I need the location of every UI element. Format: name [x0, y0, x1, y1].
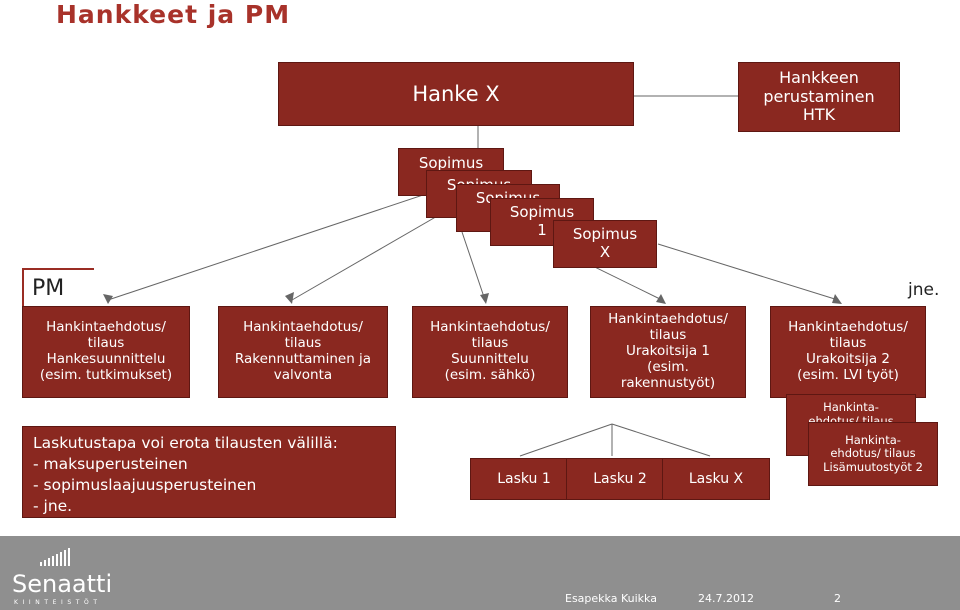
connector-lasku-1	[519, 423, 613, 457]
connector-tilaus-5	[657, 243, 839, 301]
footer-page-number: 2	[834, 592, 841, 605]
lasku-box-2: Lasku 2	[566, 458, 674, 500]
connector-lines	[103, 95, 842, 457]
tilaus-box-hankesuunnittelu: Hankintaehdotus/ tilaus Hankesuunnittelu…	[22, 306, 190, 398]
lasku-box-1: Lasku 1	[470, 458, 578, 500]
sopimus-box-x: Sopimus X	[553, 220, 657, 268]
hanke-box: Hanke X	[278, 62, 634, 126]
senaatti-logo-subtitle: KIINTEISTÖT	[14, 599, 102, 606]
senaatti-logo-icon	[40, 548, 70, 566]
pm-label: PM	[22, 268, 94, 308]
jne-label: jne.	[908, 280, 940, 300]
tilaus-box-suunnittelu: Hankintaehdotus/ tilaus Suunnittelu (esi…	[412, 306, 568, 398]
laskutustapa-note: Laskutustapa voi erota tilausten välillä…	[22, 426, 396, 518]
connector-tilaus-3	[461, 231, 486, 301]
footer-date: 24.7.2012	[698, 592, 754, 605]
perustaminen-box: Hankkeen perustaminen HTK	[738, 62, 900, 132]
lisatyo-box-2: Hankinta- ehdotus/ tilaus Lisämuutostyöt…	[808, 422, 938, 486]
lasku-box-x: Lasku X	[662, 458, 770, 500]
page-title: Hankkeet ja PM	[56, 0, 291, 29]
footer-author: Esapekka Kuikka	[565, 592, 657, 605]
tilaus-box-urakoitsija-2: Hankintaehdotus/ tilaus Urakoitsija 2 (e…	[770, 306, 926, 398]
connector-tilaus-1	[107, 181, 463, 301]
footer-bar: Senaatti KIINTEISTÖT Esapekka Kuikka 24.…	[0, 536, 960, 610]
connector-lasku-x	[611, 423, 711, 457]
senaatti-logo: Senaatti	[12, 570, 113, 598]
tilaus-box-rakennuttaminen: Hankintaehdotus/ tilaus Rakennuttaminen …	[218, 306, 388, 398]
tilaus-box-urakoitsija-1: Hankintaehdotus/ tilaus Urakoitsija 1 (e…	[590, 306, 746, 398]
